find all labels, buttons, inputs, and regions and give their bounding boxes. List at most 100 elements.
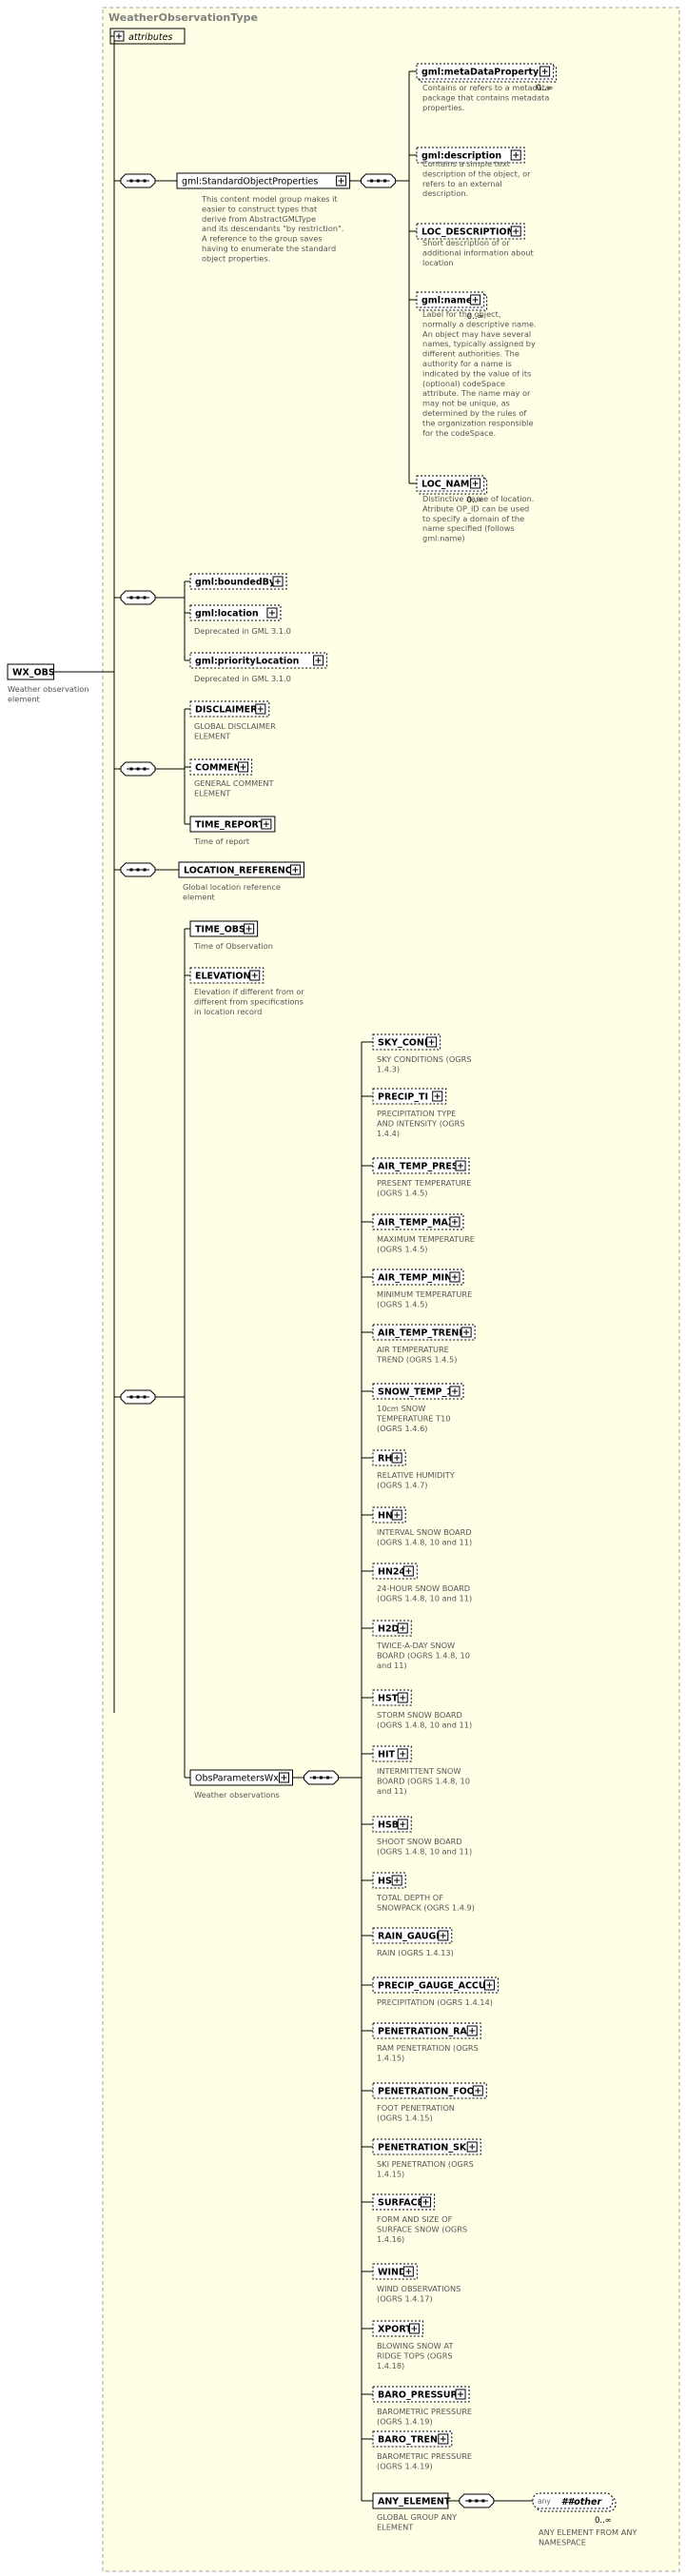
choice-obs-params bbox=[304, 1770, 339, 1785]
doc-line: SKY CONDITIONS (OGRS bbox=[377, 1054, 472, 1064]
element-label: WX_OBS bbox=[12, 668, 55, 678]
doc-line: A reference to the group saves bbox=[202, 234, 323, 244]
element-box bbox=[372, 2138, 481, 2155]
element-label: TIME_REPORT bbox=[195, 820, 265, 831]
doc-line: 1.4.15) bbox=[377, 2053, 404, 2062]
sequence-dot bbox=[136, 1395, 140, 1399]
expand-icon bbox=[472, 2085, 483, 2096]
element-any-element: ANY_ELEMENT bbox=[372, 2492, 451, 2509]
expand-icon bbox=[510, 149, 521, 161]
expand-icon bbox=[238, 761, 249, 773]
element-label: LOC_DESCRIPTION bbox=[421, 227, 515, 238]
doc-line: BAROMETRIC PRESSURE bbox=[377, 2451, 472, 2461]
expand-icon bbox=[455, 2389, 466, 2400]
doc-line: Time of report bbox=[193, 836, 250, 846]
doc-line: easier to construct types that bbox=[202, 204, 318, 213]
doc-line: TOTAL DEPTH OF bbox=[376, 1893, 443, 1902]
doc-line: INTERMITTENT SNOW bbox=[377, 1766, 461, 1776]
doc-line: (OGRS 1.4.5) bbox=[377, 1299, 428, 1308]
element-location-reference: LOCATION_REFERENCE bbox=[178, 861, 304, 878]
element-box bbox=[189, 652, 328, 669]
doc-line: different from specifications bbox=[194, 996, 304, 1006]
doc-line: (OGRS 1.4.19) bbox=[377, 2461, 433, 2470]
doc-line: Elevation if different from or bbox=[194, 987, 304, 996]
doc-line: ANY ELEMENT FROM ANY bbox=[539, 2527, 637, 2537]
expand-icon bbox=[466, 2025, 478, 2036]
doc-line: description. bbox=[422, 188, 468, 198]
element-box bbox=[416, 223, 525, 240]
sequence-dot bbox=[136, 868, 140, 872]
attributes-group: attributes bbox=[109, 28, 186, 45]
doc-line: (OGRS 1.4.8, 10 and 11) bbox=[377, 1720, 472, 1729]
occurrence-label: 0..∞ bbox=[595, 2516, 612, 2526]
doc-line: derive from AbstractGMLType bbox=[202, 214, 316, 224]
doc-line: attribute. The name may or bbox=[422, 388, 531, 398]
element-label: HST bbox=[378, 1694, 399, 1704]
element-box bbox=[372, 1268, 464, 1286]
doc-line: and its descendants "by restriction". bbox=[202, 224, 343, 233]
any-prefix: any bbox=[538, 2497, 551, 2506]
expand-icon bbox=[432, 1091, 443, 1102]
doc-line: indicated by the value of its bbox=[422, 368, 531, 378]
sequence-dot bbox=[468, 2499, 472, 2503]
expand-icon bbox=[289, 864, 301, 875]
element-box bbox=[372, 2193, 436, 2211]
doc-line: RIDGE TOPS (OGRS bbox=[377, 2350, 453, 2360]
element-precip-gauge-accum: PRECIP_GAUGE_ACCUM bbox=[372, 1976, 499, 1994]
element-gml-prioritylocation: gml:priorityLocation bbox=[189, 652, 328, 669]
doc-line: TEMPERATURE T10 bbox=[376, 1413, 451, 1423]
sequence-dot bbox=[143, 767, 147, 771]
element-wind: WIND bbox=[372, 2263, 418, 2280]
doc-line: Deprecated in GML 3.1.0 bbox=[194, 626, 291, 636]
element-box bbox=[176, 172, 351, 189]
doc-line: BOARD (OGRS 1.4.8, 10 bbox=[377, 1650, 470, 1660]
element-time-obs: TIME_OBS bbox=[189, 920, 259, 937]
doc-line: properties. bbox=[422, 103, 464, 112]
element-box bbox=[416, 291, 485, 308]
element-baro-trend: BARO_TREND bbox=[372, 2430, 453, 2448]
doc-line: Contains or refers to a metadata bbox=[422, 83, 550, 92]
doc-line: in location record bbox=[194, 1007, 262, 1016]
element-h2d: H2D bbox=[372, 1620, 412, 1637]
element-gml-name: gml:name bbox=[416, 291, 488, 311]
element-label: gml:priorityLocation bbox=[195, 657, 300, 667]
doc-line: determined by the rules of bbox=[422, 408, 527, 418]
doc-line: element bbox=[8, 694, 41, 703]
sequence-dot bbox=[475, 2499, 479, 2503]
element-box bbox=[372, 1157, 470, 1174]
doc-line: FORM AND SIZE OF bbox=[377, 2214, 453, 2224]
element-box bbox=[372, 1976, 499, 1994]
doc-line: names, typically assigned by bbox=[422, 339, 536, 348]
occurrence-label: 0..∞ bbox=[467, 496, 484, 505]
doc-line: Weather observations bbox=[194, 1790, 280, 1799]
element-label: AIR_TEMP_TREND bbox=[378, 1328, 466, 1339]
expand-icon bbox=[421, 2196, 432, 2208]
expand-icon bbox=[402, 2266, 414, 2277]
doc-line: Label for the object, bbox=[422, 309, 500, 319]
element-label: LOCATION_REFERENCE bbox=[184, 866, 298, 876]
element-label: TIME_OBS bbox=[195, 925, 245, 935]
doc-line: (OGRS 1.4.19) bbox=[377, 2416, 433, 2426]
doc-line: GLOBAL DISCLAIMER bbox=[194, 721, 276, 731]
element-label: RH bbox=[378, 1454, 392, 1465]
expand-icon bbox=[336, 175, 347, 187]
element-gml-location: gml:location bbox=[189, 604, 282, 621]
doc-line: RELATIVE HUMIDITY bbox=[377, 1470, 456, 1480]
element-label: HIT bbox=[378, 1750, 395, 1760]
element-label: RAIN_GAUGE bbox=[378, 1932, 442, 1942]
doc-line: Global location reference bbox=[183, 882, 281, 892]
element-loc-description: LOC_DESCRIPTION bbox=[416, 223, 525, 240]
element-box bbox=[416, 63, 555, 80]
doc-line: gml:name) bbox=[422, 534, 465, 543]
element-label: BARO_PRESSURE bbox=[378, 2390, 463, 2401]
doc-line: 10cm SNOW bbox=[377, 1404, 425, 1413]
doc-line: FOOT PENETRATION bbox=[377, 2103, 455, 2113]
element-loc-name: LOC_NAME bbox=[416, 475, 488, 495]
expand-icon bbox=[426, 1036, 438, 1048]
doc-line: Distinctive name of location. bbox=[422, 494, 534, 503]
doc-line: 24-HOUR SNOW BOARD bbox=[377, 1583, 470, 1593]
element-air-temp-trend: AIR_TEMP_TREND bbox=[372, 1324, 476, 1341]
element-label: gml:StandardObjectProperties bbox=[182, 177, 318, 187]
